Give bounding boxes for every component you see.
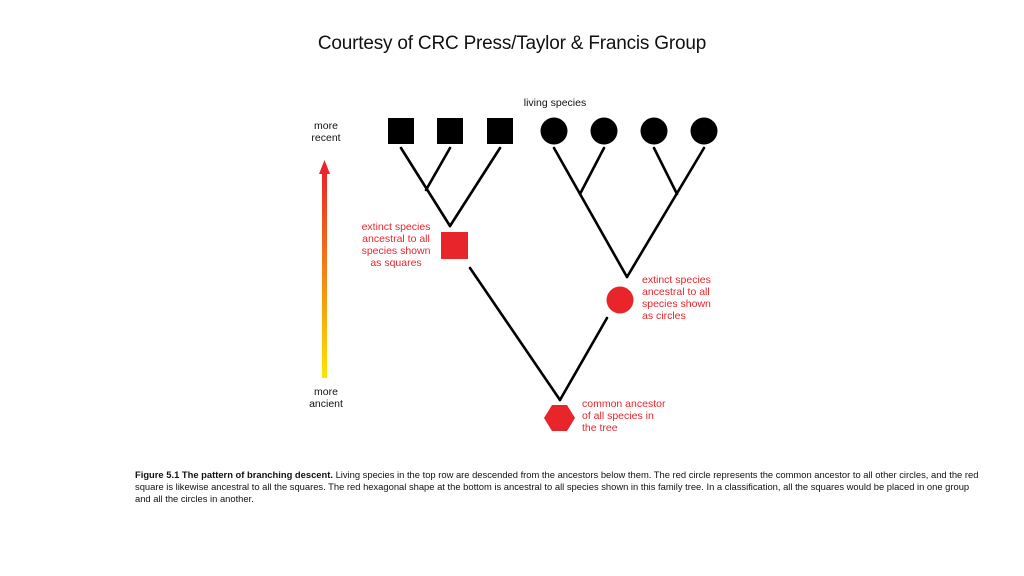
branch-circle-4 bbox=[625, 146, 706, 279]
branch-circle-3 bbox=[652, 146, 679, 196]
living-species-row bbox=[388, 117, 718, 145]
more-ancient-label: more ancient bbox=[309, 386, 343, 410]
living-circle-3 bbox=[640, 117, 668, 145]
living-circle-4 bbox=[690, 117, 718, 145]
branch-circle-2 bbox=[578, 146, 606, 196]
more-recent-label: more recent bbox=[311, 120, 341, 144]
living-circle-1 bbox=[540, 117, 568, 145]
header-credit: Courtesy of CRC Press/Taylor & Francis G… bbox=[317, 33, 707, 54]
circle-ancestor-marker bbox=[606, 286, 634, 314]
tree-branches bbox=[399, 146, 706, 402]
figure-caption: Figure 5.1 The pattern of branching desc… bbox=[135, 469, 985, 505]
living-circle-2 bbox=[590, 117, 618, 145]
time-arrow-head bbox=[319, 160, 330, 174]
square-ancestor-label: extinct species ancestral to all species… bbox=[361, 221, 431, 269]
circle-ancestor-label: extinct species ancestral to all species… bbox=[642, 274, 711, 322]
branch-square-3 bbox=[448, 146, 502, 228]
branch-square-ancestor bbox=[468, 266, 562, 402]
branch-circle-1 bbox=[552, 146, 629, 279]
common-ancestor-hexagon bbox=[544, 405, 575, 431]
living-square-2 bbox=[437, 118, 463, 144]
living-square-1 bbox=[388, 118, 414, 144]
living-square-3 bbox=[487, 118, 513, 144]
time-gradient-bar bbox=[322, 172, 327, 378]
branch-circle-ancestor bbox=[558, 316, 609, 402]
branch-square-1 bbox=[399, 146, 452, 228]
square-ancestor-marker bbox=[441, 232, 468, 259]
caption-title: Figure 5.1 The pattern of branching desc… bbox=[135, 469, 333, 480]
caption-text: Living species in the top row are descen… bbox=[135, 469, 979, 504]
branch-square-2 bbox=[424, 146, 452, 192]
living-species-label: living species bbox=[523, 97, 587, 109]
common-ancestor-label: common ancestor of all species in the tr… bbox=[582, 398, 666, 434]
